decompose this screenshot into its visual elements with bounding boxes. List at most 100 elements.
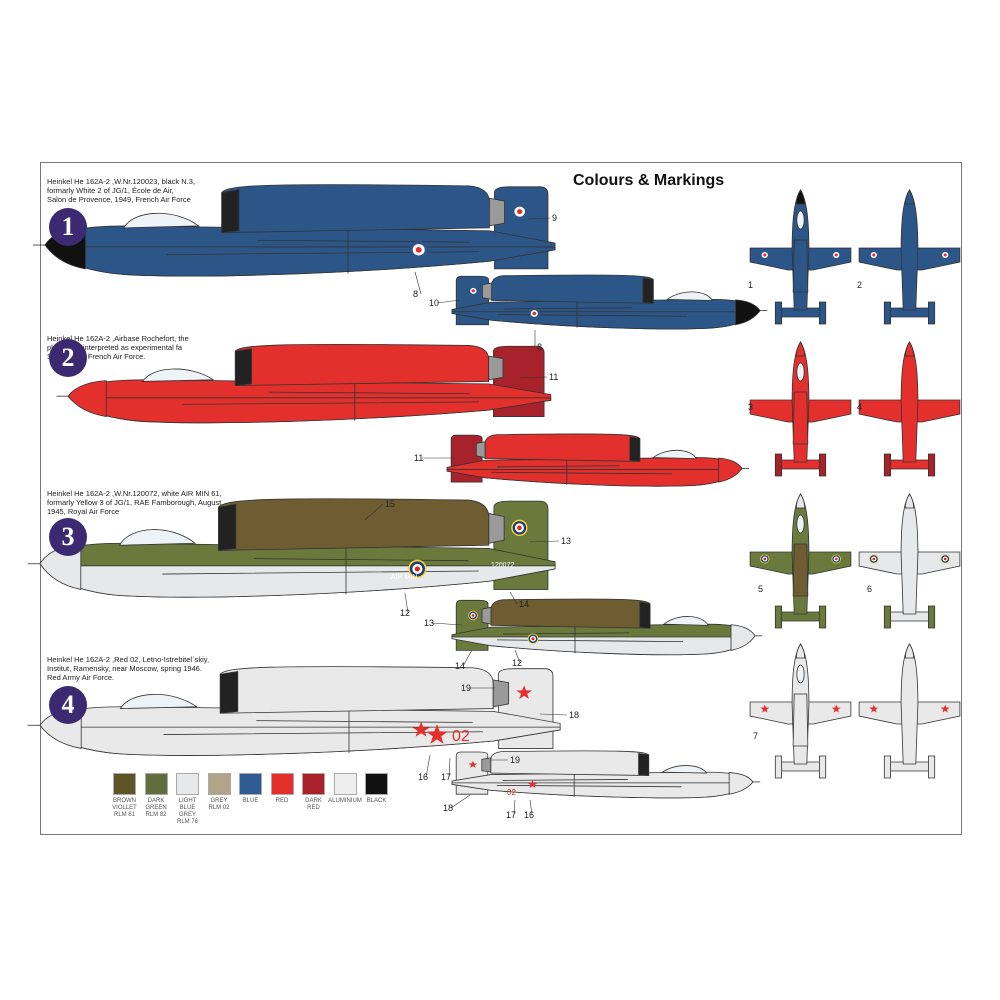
callout-number: 13 <box>424 618 434 628</box>
callout-number: 16 <box>418 772 428 782</box>
fuselage <box>901 190 918 310</box>
tail-fins <box>775 606 825 628</box>
fuselage-marking-roundel-fr-icon-centre <box>415 246 422 253</box>
colour-swatch-label: DARK RED <box>305 798 322 811</box>
callout-number: 17 <box>506 810 516 820</box>
side-view-scheme-2 <box>57 344 551 422</box>
callout-leader-line <box>519 376 548 379</box>
colour-swatch <box>144 773 168 795</box>
caption-scheme-1: Heinkel He 162A-2 ,W.Nr.120023, black N.… <box>47 177 195 204</box>
top-view-scheme-2 <box>750 342 851 476</box>
engine-intake <box>643 278 653 303</box>
side-view-scheme-1-reverse <box>452 275 767 329</box>
canopy <box>124 213 199 228</box>
caption-scheme-4: Heinkel He 162A-2 ,Red 02, Letno-Istrebi… <box>47 655 210 682</box>
callout-number: 18 <box>443 803 453 813</box>
air-min-text: AIR MIN <box>391 574 417 581</box>
engine-intake <box>220 671 238 713</box>
fuselage-belly <box>42 727 560 755</box>
engine-exhaust <box>476 442 485 458</box>
engine-intake <box>639 753 649 775</box>
panel-lines <box>497 775 682 797</box>
wing-marking-right-centre <box>834 253 838 257</box>
side-view-scheme-3 <box>28 499 555 597</box>
nose <box>796 644 804 658</box>
callout-leader-line <box>514 649 521 664</box>
canopy <box>797 515 804 533</box>
callout-number: 19 <box>510 755 520 765</box>
nose <box>905 342 913 356</box>
engine-pod <box>491 599 650 628</box>
canopy <box>120 694 196 708</box>
callout-number: 11 <box>414 453 423 463</box>
tail-fins <box>775 454 825 476</box>
tail-fins <box>775 302 825 324</box>
fin-marking-centre <box>471 289 475 293</box>
engine-exhaust <box>489 356 503 380</box>
engine-pod <box>793 392 808 444</box>
wing-marking-right-centre <box>943 557 947 561</box>
fin-marking-centre <box>471 614 475 617</box>
callout-leader-line <box>431 622 463 626</box>
tail-fins <box>884 606 934 628</box>
wing-marking-left-centre <box>872 253 876 257</box>
engine-exhaust <box>482 607 491 624</box>
callout-leader-line <box>404 592 409 614</box>
engine-pod <box>793 240 808 292</box>
callout-number: 14 <box>455 661 465 671</box>
engine-intake <box>630 437 640 462</box>
red-code-text: 02 <box>452 728 470 745</box>
colour-swatch-label: LIGHT BLUE GREY RLM 76 <box>176 798 198 825</box>
wing-marking-left <box>869 704 879 713</box>
top-view-number: 4 <box>857 402 862 412</box>
nose <box>796 190 804 204</box>
callout-number: 18 <box>569 710 579 720</box>
engine-intake <box>222 190 239 233</box>
callout-leader-line <box>462 649 473 667</box>
engine-pod <box>793 544 808 596</box>
top-view-number: 3 <box>748 402 753 412</box>
callout-number: 13 <box>561 536 571 546</box>
red-code-text-small: 02 <box>507 788 516 797</box>
fuselage-marking-roundel-raf-icon-centre <box>531 637 535 641</box>
fuselage-star-large <box>426 724 448 744</box>
fuselage-marking-red-star-icon <box>527 779 538 788</box>
engine-pod <box>222 185 490 233</box>
bottom-view-scheme-4 <box>859 644 960 778</box>
caption-scheme-3: Heinkel He 162A-2 ,W.Nr.120072, white AI… <box>47 489 222 516</box>
fuselage-marking-red-star-icon <box>412 721 430 737</box>
side-view-scheme-4 <box>28 667 561 756</box>
callout-leader-line <box>364 503 384 521</box>
canopy <box>143 369 214 382</box>
top-view-number: 2 <box>857 280 862 290</box>
engine-intake <box>219 504 236 550</box>
callout-number: 12 <box>512 658 522 668</box>
colour-swatch-label: RED <box>275 798 289 804</box>
colour-swatch <box>176 773 199 795</box>
colour-swatch <box>302 773 325 795</box>
colour-swatch <box>365 773 388 795</box>
scheme-badge-1: 1 <box>49 208 87 246</box>
wing-marking-right <box>940 704 950 713</box>
wing-marking-left-centre <box>872 557 876 561</box>
canopy <box>120 530 195 546</box>
colour-swatch <box>333 773 357 795</box>
callout-leader-line <box>414 271 422 295</box>
engine-pod <box>235 344 488 385</box>
callout-leader-line <box>527 217 551 220</box>
callout-number: 14 <box>519 599 529 609</box>
top-view-scheme-3 <box>750 494 851 628</box>
callout-number: 8 <box>413 289 418 299</box>
fin-marking-centre <box>517 209 523 215</box>
wing-marking-right-centre <box>943 253 947 257</box>
bottom-view-scheme-1 <box>859 190 960 324</box>
bottom-view-scheme-2 <box>859 342 960 476</box>
callout-leader-line <box>509 591 518 605</box>
side-view-scheme-3-reverse <box>452 599 762 655</box>
colour-swatch-label: BLUE <box>242 798 259 804</box>
engine-intake <box>640 602 650 628</box>
fin-marking-centre <box>517 525 522 531</box>
nose <box>905 644 913 658</box>
callout-number: 19 <box>461 683 471 693</box>
